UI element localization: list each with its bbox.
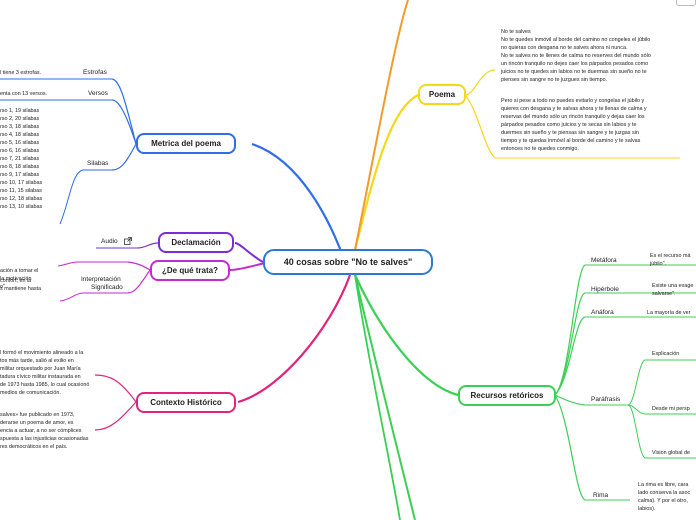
contexto-p1-line: medios de comunicación. (0, 390, 61, 396)
audio-label[interactable]: Audio (101, 238, 118, 245)
hiperbole-line: salvarse". (652, 291, 676, 297)
hiperbole-label[interactable]: Hipérbole (591, 286, 619, 293)
contexto-paragraph-1: l formó el movimiento alineado a la tos m… (0, 349, 89, 397)
contexto-p1-line: l formó el movimiento alineado a la (0, 350, 84, 356)
estrofas-text: l tiene 3 estrofas. (0, 70, 42, 76)
perspectiva-label[interactable]: Desde mi persp (652, 406, 690, 412)
interpretacion-label[interactable]: Interpretación (81, 276, 121, 283)
silabas-list: rso 1, 19 silabas rso 2, 20 silabas rso 3,… (0, 107, 42, 211)
topic-metrica[interactable]: Metrica del poema (136, 133, 236, 154)
silabas-line: rso 1, 19 silabas (0, 108, 40, 114)
metafora-line: Es el recurso má (650, 253, 691, 259)
explicacion-label[interactable]: Explicación (652, 351, 680, 357)
vision-label[interactable]: Vision global de (652, 450, 690, 456)
contexto-p2-line: salves» fue publicado en 1973, (0, 412, 75, 418)
connector-green-2 (354, 274, 416, 520)
topic-recursos[interactable]: Recursos retóricos (458, 385, 556, 406)
contexto-p2-line: encia a actuar, a no ser cómplices (0, 428, 82, 434)
anafora-text: La mayoría de ver (647, 310, 691, 316)
significado-label[interactable]: Significado (91, 284, 123, 291)
silabas-line: rso 6, 16 silabas (0, 148, 40, 154)
contexto-p1-line: militar orquestado por Juan María (0, 366, 81, 372)
connector-contexto (237, 274, 352, 404)
poema-s1-line: pienses sin sangre no te juzgues sin tie… (501, 77, 608, 83)
significado-line: confort, en la (0, 278, 32, 284)
poema-s2-line: entonces no te quedes conmigo. (501, 146, 579, 152)
versos-label[interactable]: Versos (88, 90, 108, 97)
connector-declamacion (234, 242, 264, 263)
silabas-line: rso 4, 18 silabas (0, 132, 40, 138)
versos-text: enta con 13 versos. (0, 91, 48, 97)
rima-text: La rima es libre, cara lado conserva la a… (638, 481, 690, 513)
poema-s1-line: un rincón tranquilo no dejes caer los pá… (501, 61, 649, 67)
silabas-line: rso 9, 17 silabas (0, 172, 40, 178)
silabas-line: rso 12, 18 silabas (0, 196, 43, 202)
rima-line: labios). (638, 506, 656, 512)
topic-contexto[interactable]: Contexto Histórico (136, 392, 236, 413)
connector-green-3 (354, 274, 401, 520)
contexto-paragraph-2: salves» fue publicado en 1973, derarse un… (0, 411, 88, 451)
poema-s1-line: juicios no te quedes sin labios no te du… (501, 69, 647, 75)
contexto-p1-line: de 1973 hasta 1985, lo cual ocasionó (0, 382, 90, 388)
parafrasis-label[interactable]: Paráfrasis (591, 396, 621, 403)
poema-s1-line: No te salves no te llenes de calma no re… (501, 53, 651, 59)
poema-stanza-2: Pero si pese a todo no puedes evitarlo y… (501, 97, 647, 153)
poema-s2-line: párpados pesados como juicios y te secas… (501, 122, 637, 128)
topic-que-trata[interactable]: ¿De qué trata? (150, 260, 230, 281)
poema-stanza-1: No te salves No te quedes inmóvil al bord… (501, 28, 651, 84)
contexto-p2-line: res democráticos en el país. (0, 444, 68, 450)
connector-recursos (353, 274, 459, 397)
topic-declamacion[interactable]: Declamación (158, 232, 234, 253)
rima-label[interactable]: Rima (593, 492, 609, 499)
silabas-line: rso 8, 18 silabas (0, 164, 40, 170)
interpretacion-line: ación a tomar el (0, 268, 39, 274)
poema-s2-line: quieres con desgana y te salvas ahora y … (501, 106, 647, 112)
contexto-p1-line: tadura cívico militar instaurada en (0, 374, 81, 380)
poema-s2-line: reservas del mundo sólo un rincón tranqu… (501, 114, 645, 120)
external-link-icon[interactable] (124, 237, 132, 245)
interpretacion-line: o" (0, 284, 5, 290)
metafora-label[interactable]: Metáfora (591, 257, 617, 264)
connector-metrica (251, 142, 347, 263)
silabas-line: rso 5, 16 silabas (0, 140, 40, 146)
poema-s1-line: No te quedes inmóvil al borde del camino… (501, 37, 651, 43)
significado-line: s mantiene hasta (0, 286, 42, 292)
estrofas-label[interactable]: Estrofas (83, 69, 107, 76)
connector-poema (353, 94, 419, 251)
silabas-line: rso 2, 20 silabas (0, 116, 40, 122)
hiperbole-line: Existe una exage (652, 283, 694, 289)
hiperbole-text: Existe una exage salvarse". (652, 282, 693, 298)
silabas-line: rso 7, 21 silabas (0, 156, 40, 162)
silabas-line: rso 11, 15 silabas (0, 188, 42, 194)
contexto-p2-line: spuesta a las injusticias ocasionadas (0, 436, 89, 442)
anafora-label[interactable]: Anáfora (591, 309, 614, 316)
metafora-text: Es el recurso má júbilo". (650, 252, 690, 268)
silabas-line: rso 13, 10 silabas (0, 204, 43, 210)
topic-poema[interactable]: Poema (418, 84, 466, 105)
contexto-p2-line: derarse un poema de amor, es (0, 420, 74, 426)
rima-line: lado conserva la asoc (638, 490, 691, 496)
poema-s2-line: tiempo y te quedas inmóvil al borde del … (501, 138, 641, 144)
silabas-line: rso 10, 17 silabas (0, 180, 43, 186)
interpretacion-line: la motivación (0, 276, 32, 282)
significado-text: confort, en la s mantiene hasta (0, 277, 41, 293)
poema-s2-line: Pero si pese a todo no puedes evitarlo y… (501, 98, 645, 104)
rima-line: calma). Y por el otro, (638, 498, 688, 504)
partial-node-top-right[interactable] (676, 0, 696, 6)
poema-s2-line: duermes sin sueño y te piensas sin sangr… (501, 130, 639, 136)
rima-line: La rima es libre, cara (638, 482, 689, 488)
connector-top (354, 0, 409, 251)
central-topic[interactable]: 40 cosas sobre "No te salves" (263, 249, 433, 275)
metafora-line: júbilo". (650, 261, 666, 267)
poema-s1-line: No te salves (501, 29, 531, 35)
silabas-line: rso 3, 18 silabas (0, 124, 40, 130)
poema-s1-line: no quieras con desgana no te salves ahor… (501, 45, 628, 51)
silabas-label[interactable]: Silabas (87, 160, 109, 167)
interpretacion-text: ación a tomar el la motivación o" (0, 267, 38, 291)
contexto-p1-line: tos más tarde, salió al exilio en (0, 358, 74, 364)
